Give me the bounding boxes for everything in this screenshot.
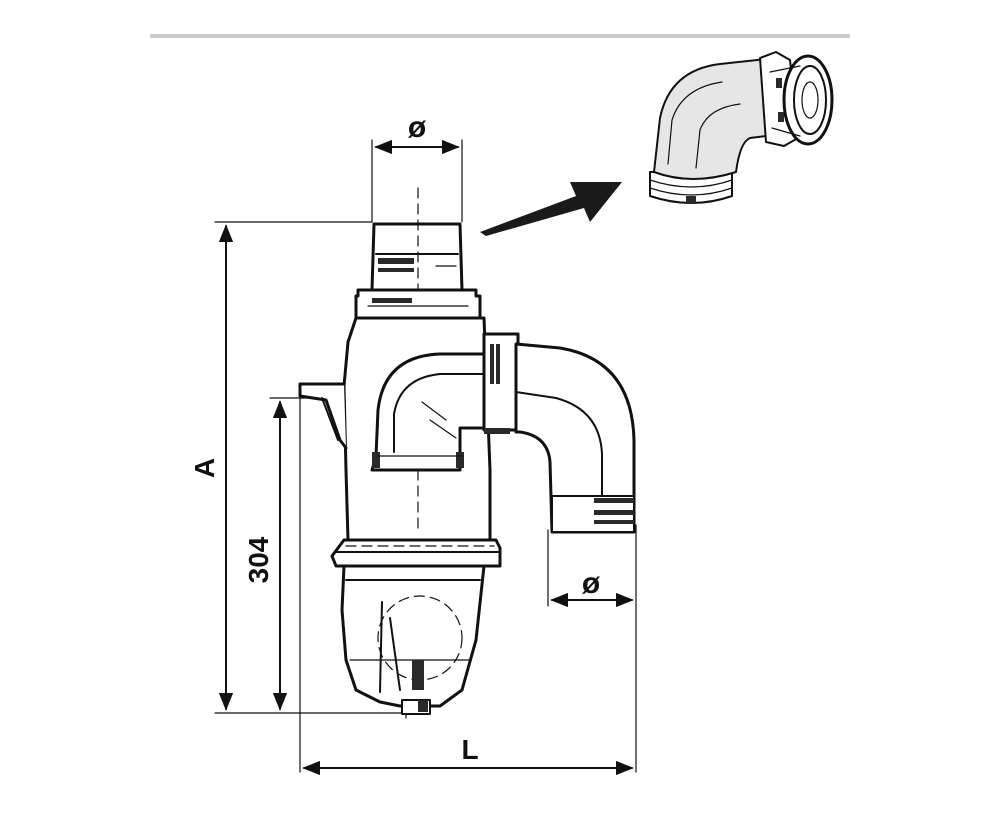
- outlet-diameter-label: ø: [582, 567, 601, 600]
- outlet-elbow: [482, 332, 636, 534]
- inlet-diameter-label: ø: [408, 111, 427, 144]
- height-304-dimension: 304: [243, 397, 313, 711]
- inlet-diameter-dimension: ø: [371, 111, 463, 223]
- height-304-label: 304: [243, 536, 274, 583]
- elbow-detail-inset: [649, 51, 834, 204]
- pointer-arrow: [480, 182, 622, 236]
- length-l-label: L: [461, 734, 478, 765]
- length-l-dimension: L: [299, 397, 637, 776]
- height-a-label: A: [189, 458, 220, 478]
- outlet-diameter-dimension: ø: [547, 529, 634, 608]
- internal-tube: [370, 352, 492, 531]
- height-a-dimension: A: [189, 221, 411, 714]
